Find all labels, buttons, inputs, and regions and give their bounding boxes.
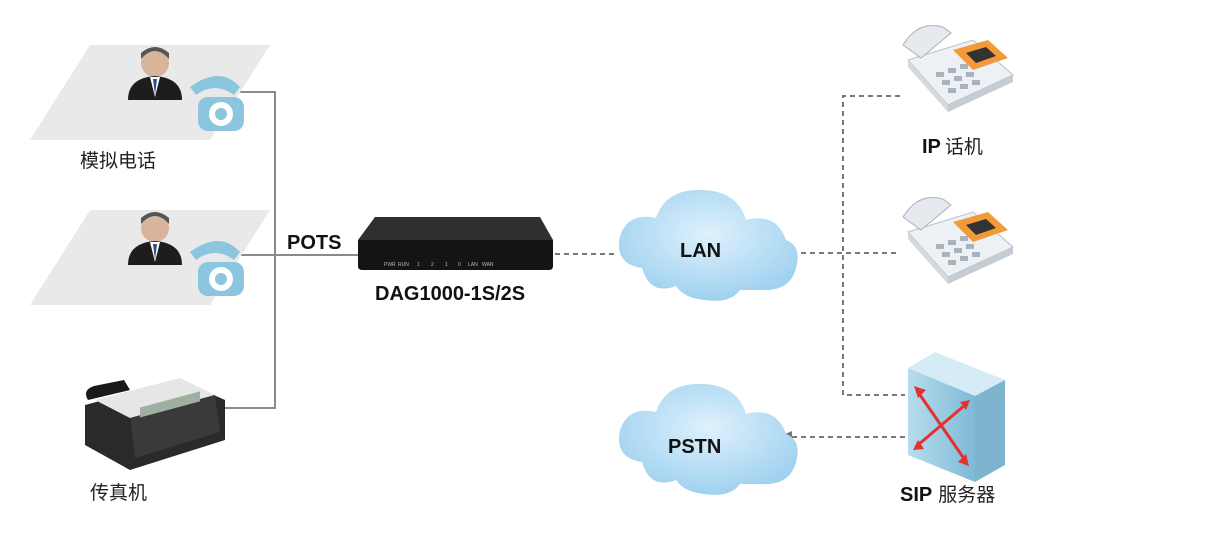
ip-lines	[555, 95, 905, 438]
analog-phone-2	[30, 210, 270, 305]
sip-server-icon	[908, 352, 1005, 482]
ip-phone-2	[902, 196, 1014, 285]
led-lan: LAN	[468, 262, 478, 268]
led-2: 2	[431, 262, 434, 268]
led-3: 1	[445, 262, 448, 268]
gateway-device: PWR RUN 1 2 1 0 LAN WAN	[358, 217, 553, 270]
pots-label: POTS	[287, 232, 341, 254]
fax-label: 传真机	[90, 482, 147, 504]
gateway-model-label: DAG1000-1S/2S	[375, 283, 525, 305]
led-wan: WAN	[482, 262, 494, 268]
pstn-label: PSTN	[668, 436, 721, 458]
led-run: RUN	[398, 262, 409, 268]
ip-phone-1	[902, 24, 1014, 113]
analog-phone-label: 模拟电话	[80, 150, 156, 172]
led-1: 1	[417, 262, 420, 268]
fax-machine-icon	[85, 378, 225, 470]
lan-label: LAN	[680, 240, 721, 262]
pots-lines	[218, 91, 360, 409]
analog-phone-1	[30, 45, 270, 140]
led-4: 0	[458, 262, 461, 268]
led-pwr: PWR	[384, 262, 396, 268]
